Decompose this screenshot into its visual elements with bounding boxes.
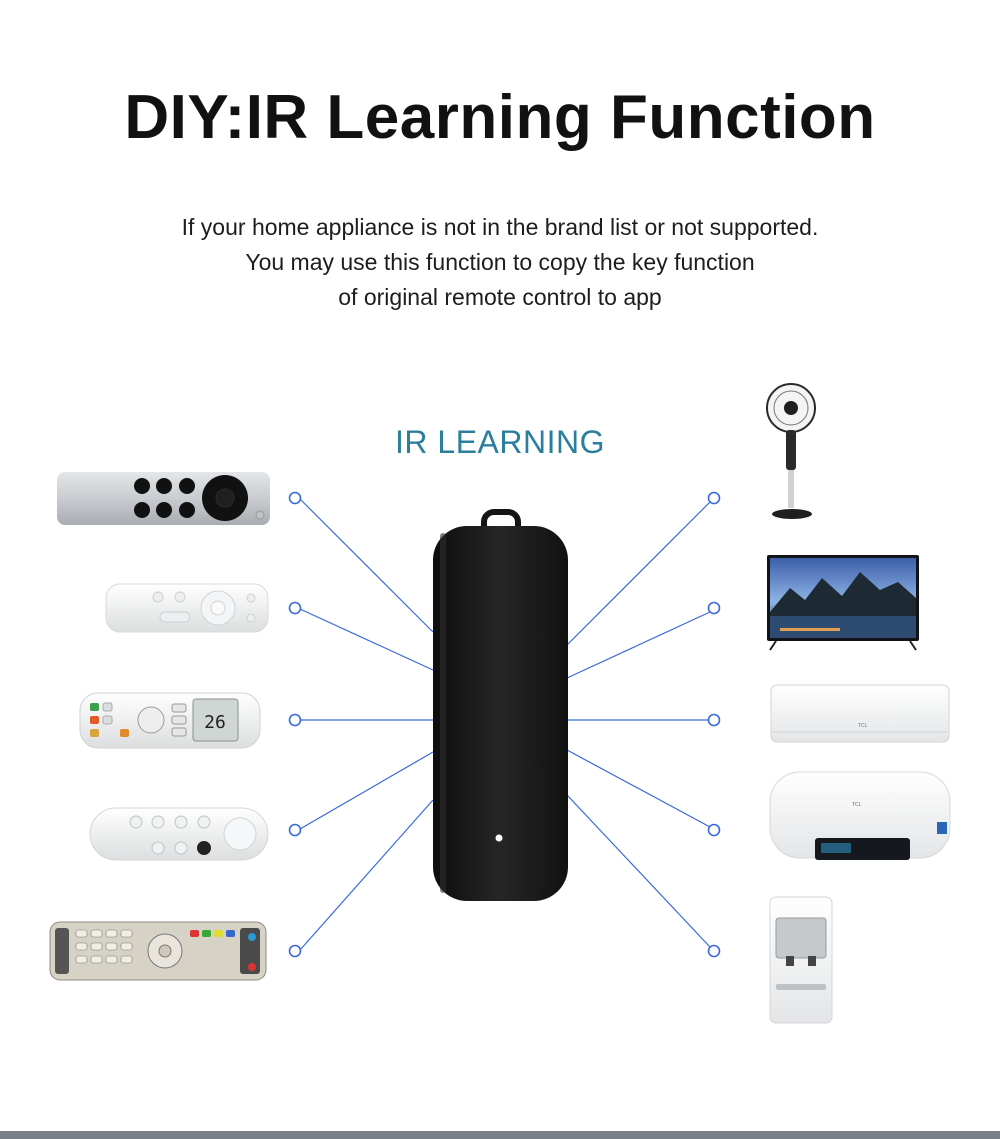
connector-line <box>299 751 434 830</box>
television <box>767 555 919 651</box>
subtitle-line-2: You may use this function to copy the ke… <box>245 249 755 275</box>
bottom-bar <box>0 1131 1000 1139</box>
ac-brand: TCL <box>858 723 868 729</box>
connector-dot <box>288 944 302 958</box>
connector-dot <box>707 823 721 837</box>
water-heater: TCL <box>769 771 951 860</box>
led-indicator <box>495 834 503 842</box>
connector-dot <box>707 944 721 958</box>
right-connectors <box>566 501 711 948</box>
connector-line <box>299 799 434 951</box>
tv-remote <box>49 921 267 981</box>
air-conditioner-remote: 26 <box>79 692 261 749</box>
connector-dot <box>707 491 721 505</box>
air-conditioner: TCL <box>770 684 950 743</box>
subtitle: If your home appliance is not in the bra… <box>0 210 1000 315</box>
connector-line <box>566 749 711 828</box>
left-connectors <box>299 498 434 951</box>
ir-blaster-hub <box>433 509 568 901</box>
connector-line <box>566 501 711 646</box>
right-connector-dots <box>707 491 721 958</box>
ir-learning-label: IR LEARNING <box>395 424 605 460</box>
connector-dot <box>288 601 302 615</box>
apple-tv-remote <box>57 472 270 525</box>
connector-dot <box>707 601 721 615</box>
connector-line <box>299 608 434 671</box>
connector-dot <box>288 713 302 727</box>
stand-fan <box>766 383 816 519</box>
ac-remote-display: 26 <box>204 712 226 733</box>
streaming-remote <box>89 807 269 861</box>
heater-brand: TCL <box>852 802 862 808</box>
subtitle-line-1: If your home appliance is not in the bra… <box>181 214 819 240</box>
connector-line <box>566 611 711 679</box>
connector-line <box>299 498 434 633</box>
connector-line <box>566 794 711 948</box>
left-connector-dots <box>288 491 302 958</box>
page-title: DIY:IR Learning Function <box>124 83 876 152</box>
connector-dot <box>288 823 302 837</box>
connector-dot <box>707 713 721 727</box>
white-minimal-remote <box>105 583 269 633</box>
water-dispenser <box>769 896 833 1024</box>
subtitle-line-3: of original remote control to app <box>338 284 662 310</box>
connector-dot <box>288 491 302 505</box>
